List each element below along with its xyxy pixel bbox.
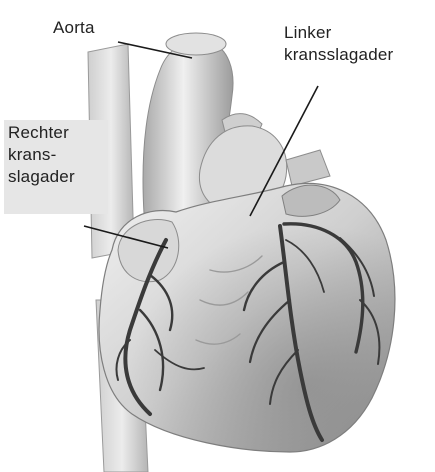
- right-coronary-label: Rechter krans- slagader: [4, 120, 108, 214]
- right-coronary-label-line-2: krans-: [8, 144, 108, 166]
- left-coronary-label-line-2: kransslagader: [284, 44, 393, 66]
- right-coronary-label-line-1: Rechter: [8, 122, 108, 144]
- left-coronary-label-line-1: Linker: [284, 22, 393, 44]
- aorta-label: Aorta: [53, 17, 95, 39]
- aorta-label-text: Aorta: [53, 17, 95, 39]
- left-coronary-label: Linker kransslagader: [284, 22, 393, 66]
- heart-body: [99, 183, 395, 452]
- right-coronary-label-line-3: slagader: [8, 166, 108, 188]
